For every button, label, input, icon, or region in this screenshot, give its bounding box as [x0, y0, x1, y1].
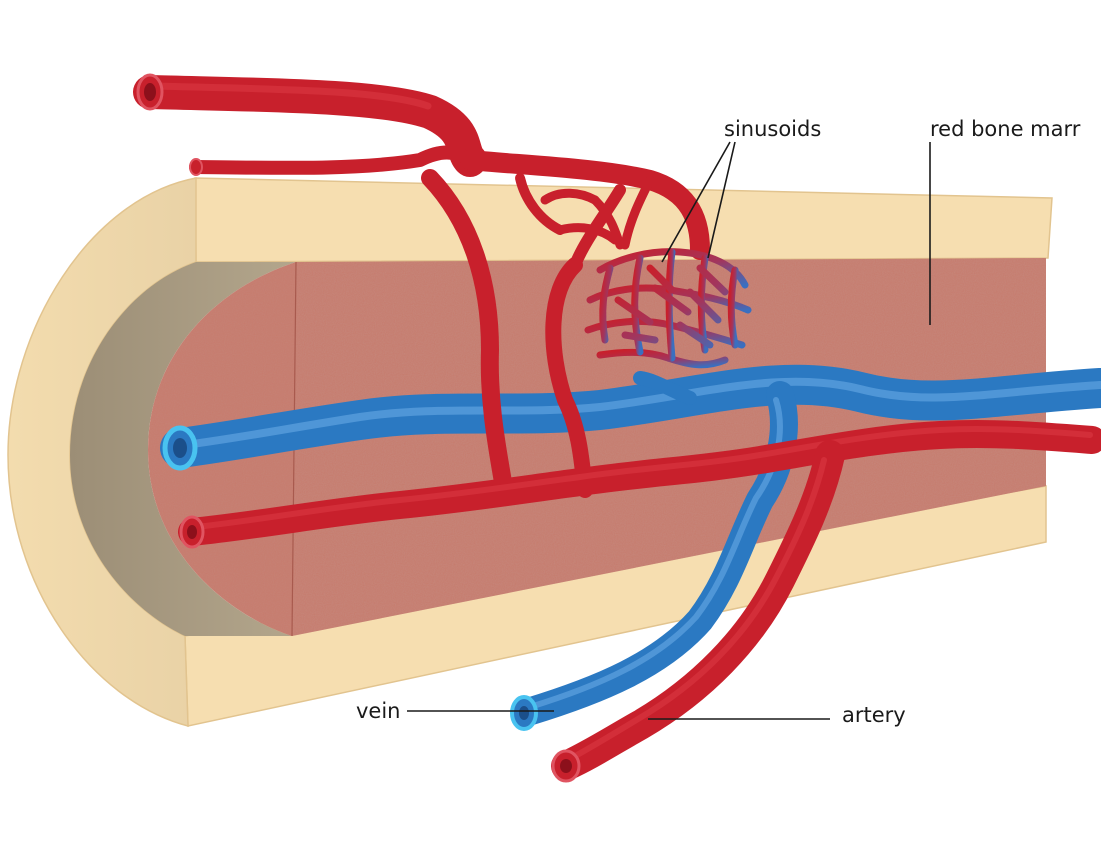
artery-opening-small [189, 158, 203, 176]
red-bone-marrow-label: red bone marr [930, 117, 1081, 141]
artery-lumen-left [187, 525, 197, 539]
vessel-openings [136, 73, 581, 783]
main-vein [160, 364, 1101, 468]
bone-end-inner-ring [70, 262, 296, 636]
vein-lumen-left [173, 438, 187, 458]
leader-lines [407, 141, 931, 720]
sinusoid-drain-vein [633, 371, 697, 405]
sinusoids-label: sinusoids [724, 117, 821, 141]
sinusoids-leader [661, 141, 736, 263]
artery-label: artery [842, 703, 906, 727]
marrow-texture [292, 258, 1046, 636]
labels: sinusoids red bone marr vein artery [356, 117, 1081, 727]
vein-label: vein [356, 699, 401, 723]
main-artery [178, 419, 1101, 546]
vessels [133, 73, 1101, 783]
vein-lumen-bottom [519, 706, 529, 720]
nutrient-artery [551, 440, 845, 781]
sinusoid-network [584, 248, 752, 369]
artery-lumen-bottom [560, 759, 572, 773]
upper-arteries [133, 75, 710, 504]
artery-lumen-top [144, 83, 156, 101]
